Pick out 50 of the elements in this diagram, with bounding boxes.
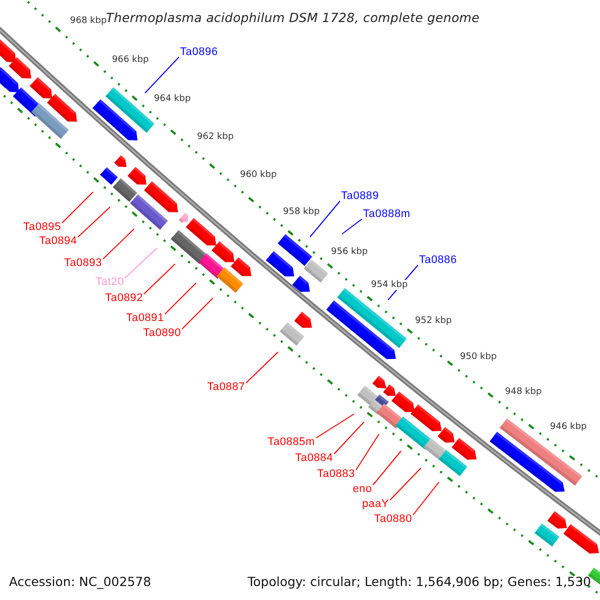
gene-label: Ta0890	[143, 327, 181, 340]
position-label: 954 kbp	[371, 280, 408, 290]
position-label: 962 kbp	[197, 132, 234, 142]
gene-label: Ta0896	[180, 46, 218, 59]
leader-line	[316, 414, 354, 438]
gene-label: Ta0880	[374, 513, 412, 526]
gene-label: Ta0889	[341, 190, 379, 203]
gene-label: Ta0894	[39, 235, 77, 248]
position-label: 958 kbp	[283, 207, 320, 217]
position-label: 968 kbp	[70, 16, 107, 26]
gene-label: Ta0892	[105, 292, 143, 305]
gene-label: Tat20	[96, 276, 124, 289]
leader-line	[356, 434, 380, 470]
gene-label: Ta0884	[295, 452, 333, 465]
gene-label: paaY	[362, 498, 389, 511]
leader-line	[124, 248, 158, 278]
position-label: 964 kbp	[154, 94, 191, 104]
gene-label: Ta0895	[23, 221, 61, 234]
leader-line	[372, 450, 402, 486]
leader-line	[390, 468, 422, 500]
leader-line	[164, 282, 196, 314]
leader-line	[78, 206, 110, 238]
leader-line	[144, 264, 176, 294]
gene-label: Ta0893	[64, 257, 102, 270]
genome-info: Topology: circular; Length: 1,564,906 bp; Genes: 1,530	[248, 574, 591, 589]
gene-label: Ta0885m	[268, 436, 315, 449]
leader-line	[182, 298, 214, 330]
title: Thermoplasma acidophilum DSM 1728, complete genome	[106, 10, 480, 25]
position-label: 950 kbp	[460, 352, 497, 362]
leader-line	[102, 228, 134, 260]
gene-label: eno	[352, 483, 372, 496]
leader-line	[310, 200, 340, 238]
genome-info: Accession: NC_002578	[9, 574, 152, 589]
gene-label: Ta0887	[207, 381, 245, 394]
gene-label: Ta0891	[126, 312, 164, 325]
leader-line	[246, 352, 278, 384]
leader-line	[342, 218, 362, 234]
position-label: 948 kbp	[505, 387, 542, 397]
position-label: 952 kbp	[415, 316, 452, 326]
leader-line	[412, 482, 440, 516]
position-label: 960 kbp	[240, 170, 277, 180]
gene-label: Ta0888m	[363, 208, 410, 221]
leader-line	[144, 56, 180, 94]
position-label: 956 kbp	[331, 247, 368, 257]
leader-line	[334, 422, 364, 454]
position-label: 946 kbp	[550, 422, 587, 432]
gene-label: Ta0883	[317, 468, 355, 481]
leader-line	[62, 192, 94, 224]
gene-label: Ta0886	[419, 254, 457, 267]
position-label: 966 kbp	[112, 55, 149, 65]
